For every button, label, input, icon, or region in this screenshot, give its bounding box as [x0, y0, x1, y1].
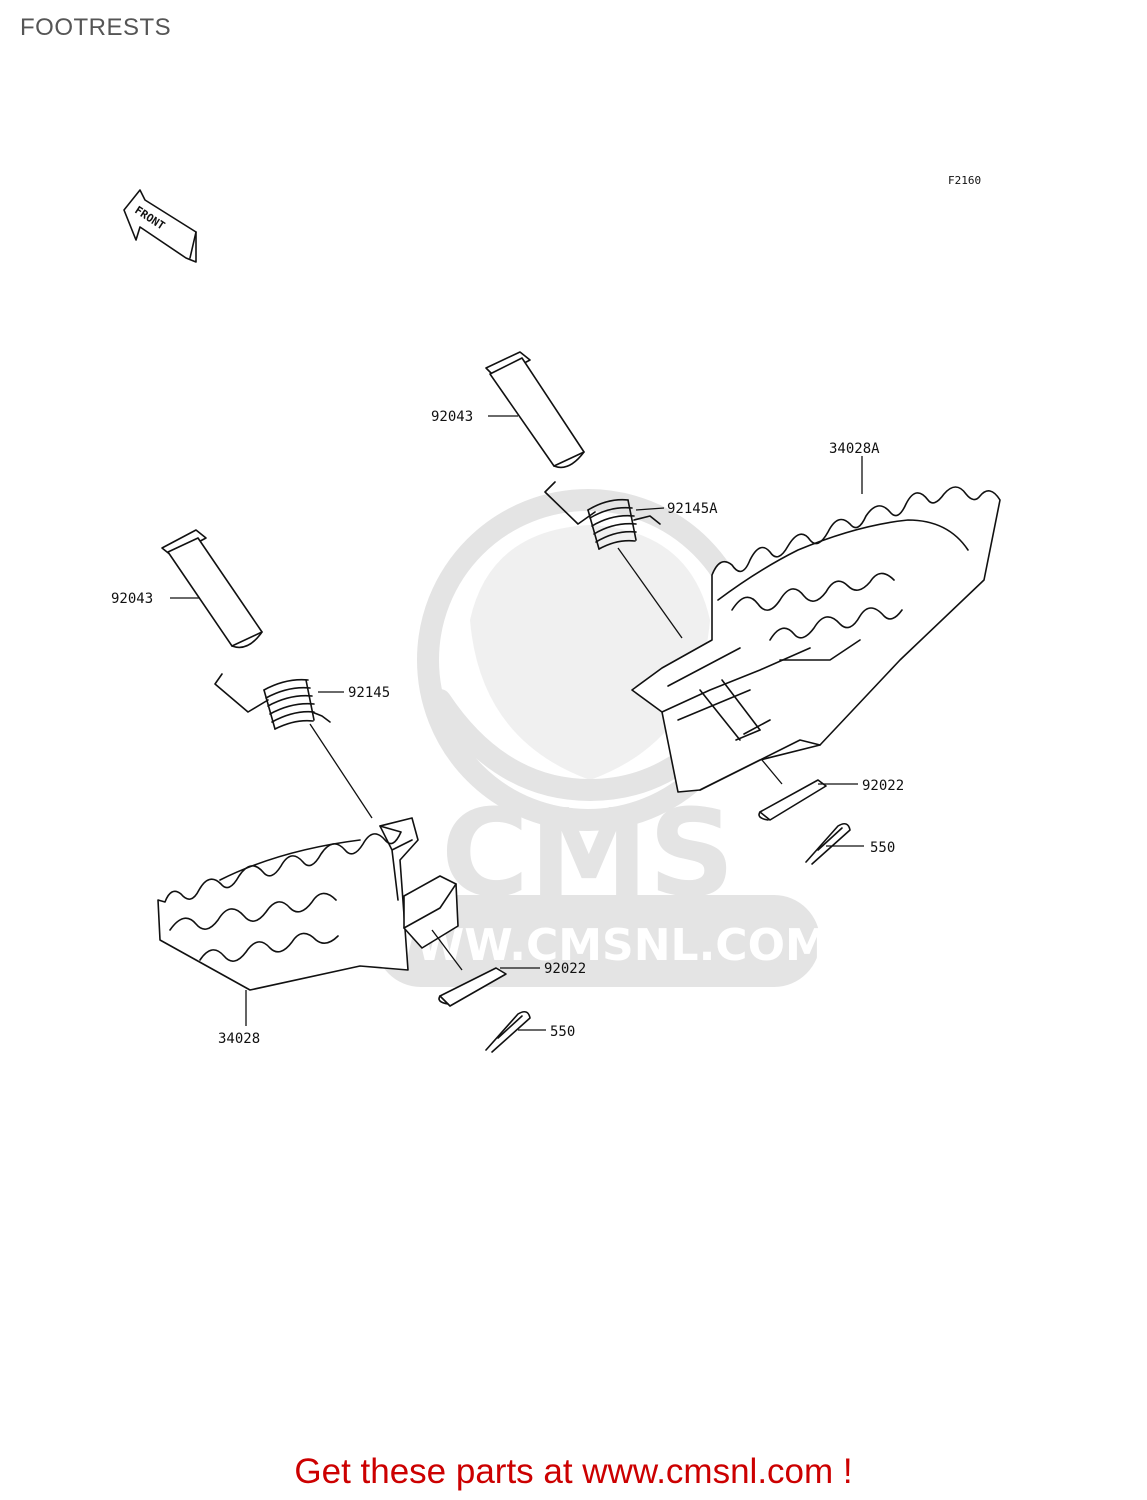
cotter-left [485, 1010, 531, 1053]
callout-92022-right: 92022 [862, 778, 904, 794]
callout-92043-lower: 92043 [111, 591, 153, 607]
spring-lower [214, 673, 331, 730]
watermark-brand: CMS [441, 785, 735, 924]
callout-92022-left: 92022 [544, 961, 586, 977]
footrest-left [157, 817, 459, 991]
washer-left [438, 967, 507, 1007]
front-arrow-icon: FRONT [123, 189, 197, 263]
pin-upper [485, 351, 585, 469]
callout-34028A: 34028A [829, 441, 880, 457]
watermark: CMS WWW.CMSNL.COM [367, 489, 829, 987]
page-title: FOOTRESTS [20, 14, 172, 41]
callout-92145A: 92145A [667, 501, 718, 517]
callout-34028: 34028 [218, 1031, 260, 1047]
callout-92043-upper: 92043 [431, 409, 473, 425]
callout-92145: 92145 [348, 685, 390, 701]
footrest-right [631, 486, 1001, 793]
washer-right [758, 779, 827, 821]
spring-upper [544, 481, 661, 550]
cotter-right [805, 822, 851, 865]
promo-link[interactable]: Get these parts at www.cmsnl.com ! [294, 1452, 853, 1491]
pin-lower [161, 529, 263, 649]
drawing-code: F2160 [948, 174, 981, 187]
callout-550-right: 550 [870, 840, 895, 856]
callout-550-left: 550 [550, 1024, 575, 1040]
